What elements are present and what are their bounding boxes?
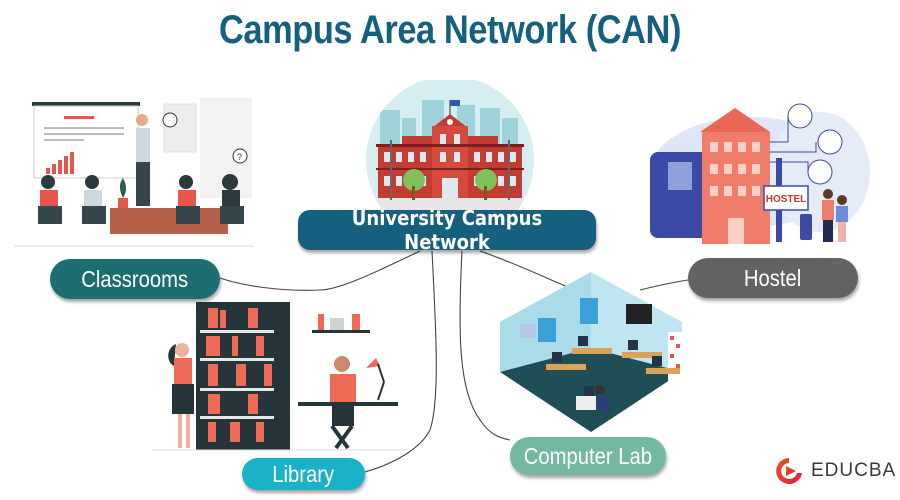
library-illustration bbox=[152, 302, 408, 451]
node-classrooms[interactable]: Classrooms bbox=[50, 259, 220, 299]
computer-lab-illustration bbox=[500, 272, 682, 432]
center-node-university-campus-network[interactable]: University Campus Network bbox=[298, 206, 596, 254]
classroom-illustration: ? bbox=[14, 98, 254, 247]
node-library[interactable]: Library bbox=[242, 458, 365, 490]
page-title: Campus Area Network (CAN) bbox=[218, 8, 682, 52]
hostel-illustration: HOSTEL bbox=[650, 103, 870, 244]
educba-logo-icon bbox=[776, 458, 802, 484]
node-label: Library bbox=[272, 460, 335, 487]
brand-name: EDUCBA bbox=[811, 460, 897, 481]
node-hostel[interactable]: Hostel bbox=[688, 258, 858, 298]
node-label: Classrooms bbox=[81, 265, 189, 292]
university-building-illustration bbox=[366, 80, 534, 210]
svg-text:?: ? bbox=[237, 152, 242, 162]
node-label: Computer Lab bbox=[523, 442, 653, 469]
educba-logo: EDUCBA bbox=[773, 455, 896, 487]
center-node-label: University Campus Network bbox=[351, 206, 543, 254]
node-label: Hostel bbox=[744, 264, 802, 291]
hostel-sign: HOSTEL bbox=[766, 194, 807, 205]
node-computer-lab[interactable]: Computer Lab bbox=[510, 437, 666, 475]
